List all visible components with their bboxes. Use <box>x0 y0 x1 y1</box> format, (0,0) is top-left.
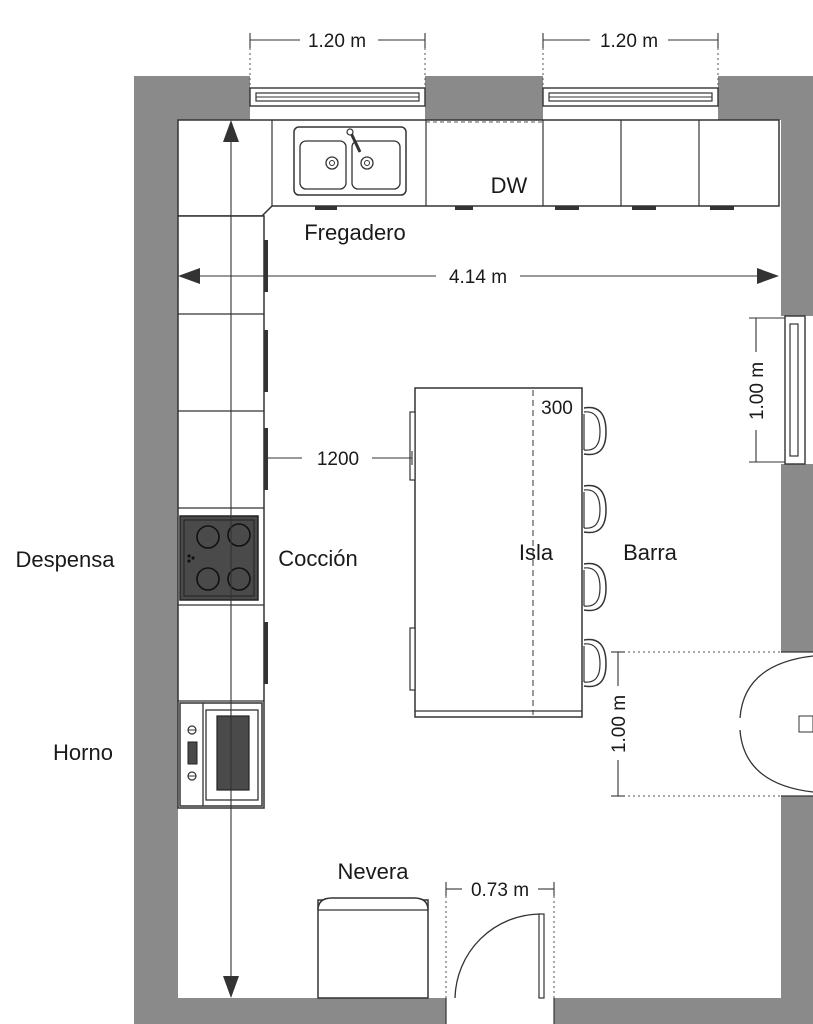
wall-right-upper <box>781 76 813 316</box>
label-cooktop: Cocción <box>278 546 357 571</box>
walls <box>134 76 813 1024</box>
bar-stool <box>583 484 607 534</box>
label-bar: Barra <box>623 540 678 565</box>
window-top-1 <box>249 87 426 107</box>
dimension-window-2: 1.20 m <box>542 31 719 88</box>
dimension-entry-door: 0.73 m <box>445 880 555 998</box>
bar-stools <box>583 406 607 688</box>
side-door <box>739 651 813 797</box>
wall-right-middle <box>781 464 813 652</box>
window-top-2 <box>542 87 719 107</box>
bar-stool <box>583 638 607 688</box>
dimension-aisle: 1200 <box>265 449 413 470</box>
dimension-room-width: 4.14 m <box>177 262 779 290</box>
label-oven: Horno <box>53 740 113 765</box>
dimension-window-2-label: 1.20 m <box>600 31 658 52</box>
dimension-side-door-label: 1.00 m <box>609 695 630 753</box>
wall-left <box>134 76 178 1024</box>
wall-top-left <box>134 76 250 120</box>
bar-stool <box>583 406 607 456</box>
dimension-aisle-label: 1200 <box>317 449 359 470</box>
dimension-window-1-label: 1.20 m <box>308 31 366 52</box>
dimension-room-width-label: 4.14 m <box>449 267 507 288</box>
dimension-side-door: 1.00 m <box>609 651 781 797</box>
dimension-bar-depth-label: 300 <box>541 398 573 419</box>
bar-stool <box>583 562 607 612</box>
wall-bottom-right <box>554 998 813 1024</box>
label-sink: Fregadero <box>304 220 406 245</box>
dimension-entry-door-label: 0.73 m <box>471 880 529 901</box>
wall-right-lower <box>781 796 813 1024</box>
dimension-side-window-label: 1.00 m <box>747 362 768 420</box>
oven <box>179 702 263 807</box>
wall-top-middle <box>425 76 543 120</box>
label-island: Isla <box>519 540 554 565</box>
fridge <box>317 897 429 999</box>
island <box>409 387 583 718</box>
label-pantry: Despensa <box>15 547 115 572</box>
window-right <box>784 315 806 465</box>
dimension-window-1: 1.20 m <box>249 31 426 88</box>
sink <box>293 126 407 196</box>
wall-bottom-left <box>134 998 446 1024</box>
cooktop <box>179 515 259 601</box>
top-counter <box>177 119 780 217</box>
entry-door <box>445 913 555 1024</box>
label-fridge: Nevera <box>338 859 410 884</box>
dimension-side-window: 1.00 m <box>747 317 785 463</box>
label-dishwasher: DW <box>491 173 528 198</box>
dimension-room-length <box>223 120 239 998</box>
